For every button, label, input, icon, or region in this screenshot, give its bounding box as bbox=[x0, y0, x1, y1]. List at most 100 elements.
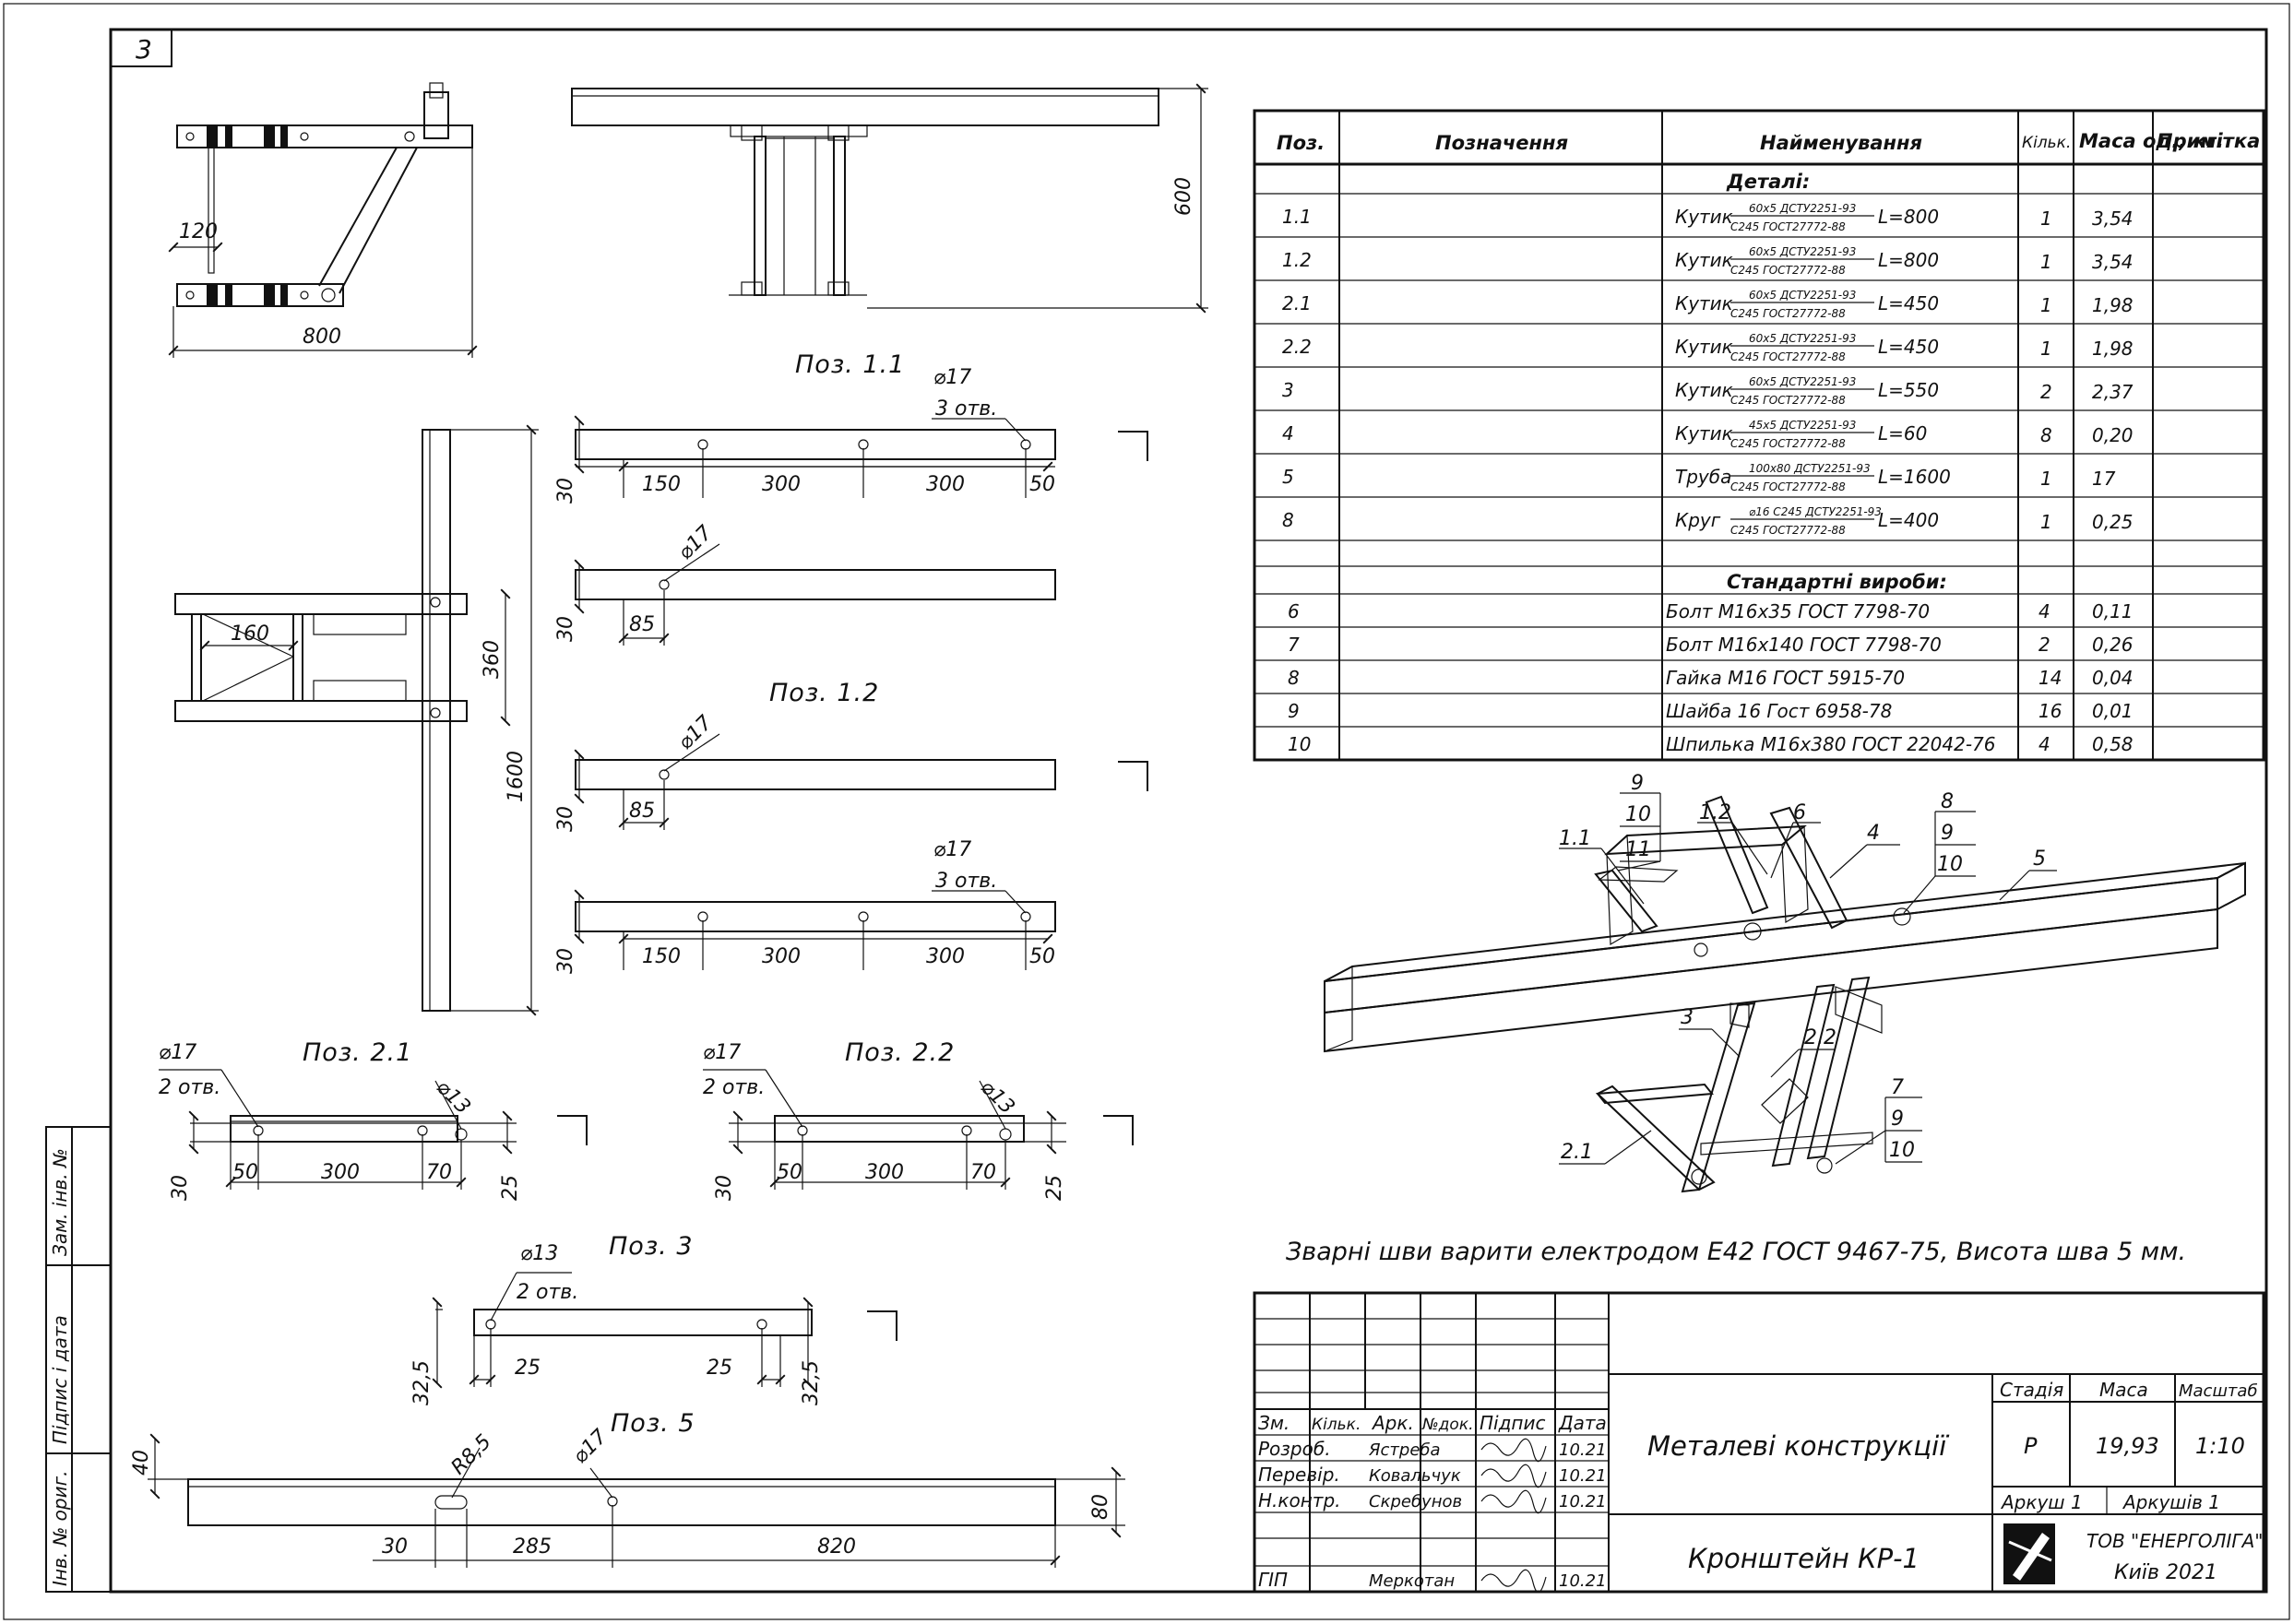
spec-row-qty: 1 bbox=[2040, 338, 2052, 360]
spec-row-kind: Кутик bbox=[1675, 292, 1733, 314]
p11b-hole: ⌀17 bbox=[674, 521, 718, 564]
spec-row-length: L=450 bbox=[1878, 336, 1939, 358]
iso-l9b: 9 bbox=[1941, 822, 1954, 845]
p5-d1: 30 bbox=[382, 1535, 408, 1559]
spec-row-qty: 8 bbox=[2040, 424, 2052, 446]
tb-scale: 1:10 bbox=[2195, 1433, 2245, 1459]
part-2-1: Поз. 2.1 ⌀17 2 отв. ⌀13 30 25 50 300 70 bbox=[159, 1038, 588, 1201]
spec-row-steel: С245 ГОСТ27772-88 bbox=[1730, 307, 1846, 320]
part-3: Поз. 3 ⌀13 2 отв. 32,5 32,5 25 25 bbox=[410, 1232, 897, 1405]
tb-stage: Р bbox=[2024, 1433, 2038, 1459]
tb-role: Н.контр. bbox=[1258, 1489, 1341, 1511]
spec-row-mass: 1,98 bbox=[2092, 338, 2134, 360]
iso-l22: 2.2 bbox=[1804, 1026, 1836, 1049]
outer-frame bbox=[3, 3, 2290, 1620]
tb-drawing: Кронштейн КР-1 bbox=[1688, 1543, 1920, 1574]
std-row-mass: 0,01 bbox=[2092, 700, 2134, 722]
spec-row-length: L=450 bbox=[1878, 292, 1939, 314]
p11-d1: 150 bbox=[642, 473, 681, 496]
p3-holes: 2 отв. bbox=[517, 1281, 578, 1304]
spec-row-length: L=400 bbox=[1878, 509, 1939, 531]
spec-row-steel: С245 ГОСТ27772-88 bbox=[1730, 394, 1846, 407]
spec-row-qty: 1 bbox=[2040, 251, 2052, 273]
p22-d1: 50 bbox=[777, 1161, 802, 1184]
std-row-qty: 16 bbox=[2038, 700, 2062, 722]
company-logo-icon bbox=[2003, 1523, 2055, 1584]
std-row-pos: 9 bbox=[1288, 700, 1300, 722]
std-row-name: Шпилька М16х380 ГОСТ 22042-76 bbox=[1666, 733, 1996, 755]
p11-d2: 300 bbox=[762, 473, 801, 496]
side-strip: Інв. № ориг. Підпис і дата Зам. інв. № bbox=[45, 1126, 112, 1593]
spec-row-kind: Труба bbox=[1675, 466, 1731, 488]
p5-h: 40 bbox=[130, 1450, 153, 1476]
signature-icon bbox=[1480, 1489, 1547, 1514]
part-1-1b: ⌀17 30 85 bbox=[554, 521, 1056, 646]
tb-date: 10.21 bbox=[1559, 1492, 1607, 1511]
p3-hole: ⌀13 bbox=[520, 1242, 558, 1265]
p21-hole: ⌀17 bbox=[159, 1041, 196, 1064]
signature-icon bbox=[1480, 1569, 1547, 1594]
p21-h: 30 bbox=[169, 1175, 192, 1201]
spec-row-kind: Кутик bbox=[1675, 422, 1733, 445]
spec-row-profile: ⌀16 С245 ДСТУ2251-93 bbox=[1749, 505, 1882, 518]
spec-row-qty: 2 bbox=[2040, 381, 2052, 403]
spec-row-steel: С245 ГОСТ27772-88 bbox=[1730, 437, 1846, 450]
std-row-qty: 4 bbox=[2038, 733, 2050, 755]
part-3-title: Поз. 3 bbox=[609, 1232, 694, 1261]
tb-col-kilk: Кільк. bbox=[1312, 1416, 1361, 1434]
part-5: Поз. 5 R8,5 ⌀17 40 80 30 285 820 bbox=[130, 1409, 1125, 1568]
tb-date: 10.21 bbox=[1559, 1466, 1607, 1486]
dim-800: 800 bbox=[303, 326, 341, 349]
tb-date: 10.21 bbox=[1559, 1571, 1607, 1591]
spec-row-pos: 5 bbox=[1282, 466, 1294, 488]
dim-1600: 1600 bbox=[505, 751, 528, 802]
spec-row-length: L=60 bbox=[1878, 422, 1927, 445]
signature-icon bbox=[1480, 1438, 1547, 1463]
spec-row-kind: Кутик bbox=[1675, 379, 1733, 401]
spec-row-profile: 100x80 ДСТУ2251-93 bbox=[1749, 462, 1871, 475]
p12b-holes: 3 отв. bbox=[935, 870, 997, 893]
p21-d3: 70 bbox=[426, 1161, 452, 1184]
side-label-zam: Зам. інв. № bbox=[49, 1148, 71, 1256]
p5-slot: R8,5 bbox=[447, 1430, 496, 1479]
std-row-name: Гайка М16 ГОСТ 5915-70 bbox=[1666, 667, 1905, 689]
spec-row-profile: 60x5 ДСТУ2251-93 bbox=[1749, 375, 1856, 388]
p22-d4: 25 bbox=[1043, 1175, 1066, 1201]
spec-row-length: L=800 bbox=[1878, 206, 1939, 228]
p22-d3: 70 bbox=[970, 1161, 996, 1184]
tb-role: Розроб. bbox=[1258, 1438, 1331, 1460]
spec-row-qty: 1 bbox=[2040, 207, 2052, 230]
p22-hole: ⌀17 bbox=[703, 1041, 741, 1064]
spec-row-length: L=1600 bbox=[1878, 466, 1951, 488]
std-row-mass: 0,26 bbox=[2092, 634, 2134, 656]
p12-hole: ⌀17 bbox=[674, 711, 718, 754]
tb-city: Київ 2021 bbox=[2114, 1561, 2217, 1584]
tb-role: ГІП bbox=[1258, 1569, 1288, 1591]
tb-col-ndok: №док. bbox=[1421, 1416, 1474, 1434]
tb-role: Перевір. bbox=[1258, 1464, 1340, 1486]
p22-h: 30 bbox=[713, 1175, 736, 1201]
tb-mass: 19,93 bbox=[2096, 1433, 2159, 1459]
p12b-d4: 50 bbox=[1029, 945, 1055, 968]
iso-l4: 4 bbox=[1867, 822, 1880, 845]
spec-row-kind: Круг bbox=[1675, 509, 1721, 531]
dim-600: 600 bbox=[1172, 177, 1195, 216]
iso-l21: 2.1 bbox=[1561, 1141, 1593, 1164]
p12b-h: 30 bbox=[554, 948, 577, 974]
spec-h-pos: Поз. bbox=[1277, 132, 1325, 154]
dim-120: 120 bbox=[179, 220, 218, 243]
spec-row-pos: 4 bbox=[1282, 422, 1294, 445]
iso-l11: 11 bbox=[1625, 838, 1651, 861]
spec-row-mass: 0,25 bbox=[2092, 511, 2134, 533]
p3-h1: 32,5 bbox=[410, 1360, 434, 1405]
spec-row-pos: 2.1 bbox=[1282, 292, 1312, 314]
spec-h-designation: Позначення bbox=[1435, 132, 1568, 154]
p11b-d1: 85 bbox=[629, 613, 655, 636]
spec-row-pos: 1.2 bbox=[1282, 249, 1312, 271]
spec-row-length: L=800 bbox=[1878, 249, 1939, 271]
p12-d1: 85 bbox=[629, 800, 655, 823]
iso-l12: 1.2 bbox=[1699, 801, 1731, 824]
spec-h-mass: Маса од., кг. bbox=[2079, 130, 2224, 152]
spec-row-profile: 45x5 ДСТУ2251-93 bbox=[1749, 419, 1856, 432]
dim-360: 360 bbox=[481, 640, 504, 679]
